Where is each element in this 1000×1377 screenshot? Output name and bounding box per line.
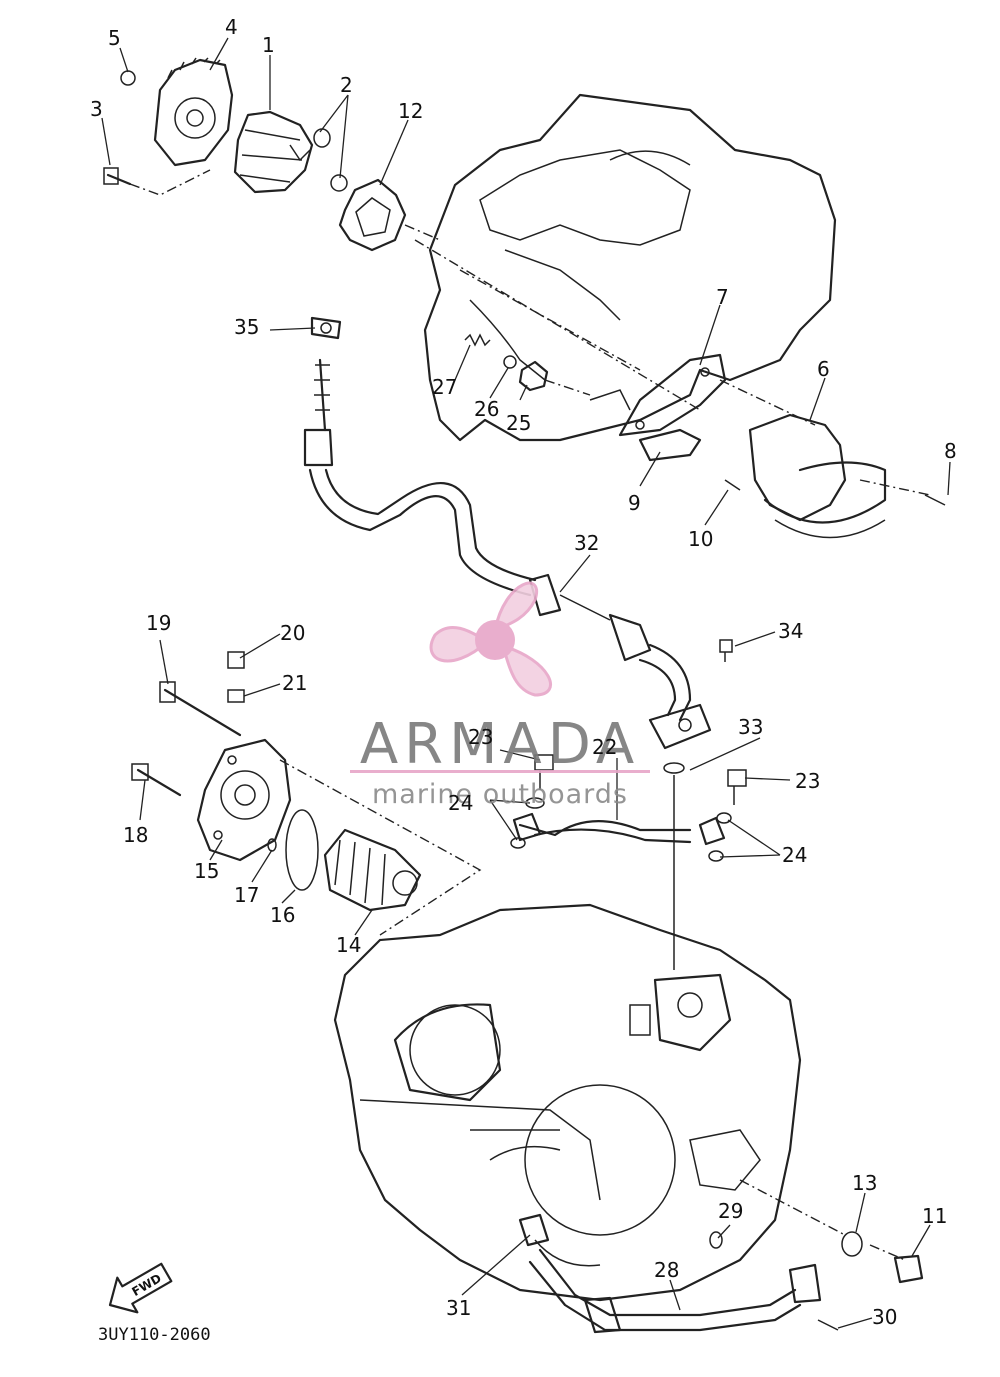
brand-name: ARMADA	[360, 712, 640, 777]
callout-numbers: 1 2 3 4 5 6 7 8 9 10 11 12 13 14 15 16 1…	[90, 15, 957, 1329]
callout-23-right: 23	[795, 769, 820, 793]
callout-16: 16	[270, 903, 295, 927]
callout-22: 22	[592, 735, 617, 759]
crankcase-upper	[414, 93, 837, 442]
oil-pipe-upper	[303, 316, 712, 750]
callout-30: 30	[872, 1305, 897, 1329]
callout-29: 29	[718, 1199, 743, 1223]
callout-8: 8	[944, 439, 957, 463]
brand-watermark: ARMADA marine outboards	[350, 581, 650, 810]
strainer-and-bracket	[618, 353, 946, 539]
callout-2: 2	[340, 73, 353, 97]
callout-14: 14	[336, 933, 361, 957]
callout-7: 7	[716, 285, 729, 309]
callout-1: 1	[262, 33, 275, 57]
callout-31: 31	[446, 1296, 471, 1320]
brand-tagline: marine outboards	[372, 779, 628, 810]
crankcase-lower	[333, 903, 906, 1302]
callout-27: 27	[432, 375, 457, 399]
small-parts-25-27	[464, 333, 591, 396]
brand-underline	[350, 770, 650, 773]
callout-10: 10	[688, 527, 713, 551]
callout-28: 28	[654, 1258, 679, 1282]
forward-direction-arrow: FWD	[108, 1262, 173, 1314]
oil-filter-cover	[131, 651, 482, 936]
callout-34: 34	[778, 619, 803, 643]
callout-24-left: 24	[448, 791, 473, 815]
callout-15: 15	[194, 859, 219, 883]
callout-6: 6	[817, 357, 830, 381]
callout-11: 11	[922, 1204, 947, 1228]
callout-20: 20	[280, 621, 305, 645]
callout-18: 18	[123, 823, 148, 847]
callout-3: 3	[90, 97, 103, 121]
callout-32: 32	[574, 531, 599, 555]
callout-25: 25	[506, 411, 531, 435]
callout-17: 17	[234, 883, 259, 907]
callout-5: 5	[108, 26, 121, 50]
oil-pipe-lower	[518, 1213, 924, 1334]
callout-19: 19	[146, 611, 171, 635]
leader-lines	[101, 37, 951, 1329]
oil-pump-assembly	[103, 57, 441, 252]
callout-23-left: 23	[468, 725, 493, 749]
diagram-code: 3UY110-2060	[98, 1325, 211, 1345]
callout-9: 9	[628, 491, 641, 515]
callout-13: 13	[852, 1171, 877, 1195]
callout-26: 26	[474, 397, 499, 421]
callout-21: 21	[282, 671, 307, 695]
callout-35: 35	[234, 315, 259, 339]
callout-12: 12	[398, 99, 423, 123]
callout-4: 4	[225, 15, 238, 39]
propeller-icon	[429, 581, 552, 697]
callout-33: 33	[738, 715, 763, 739]
callout-24-right: 24	[782, 843, 807, 867]
